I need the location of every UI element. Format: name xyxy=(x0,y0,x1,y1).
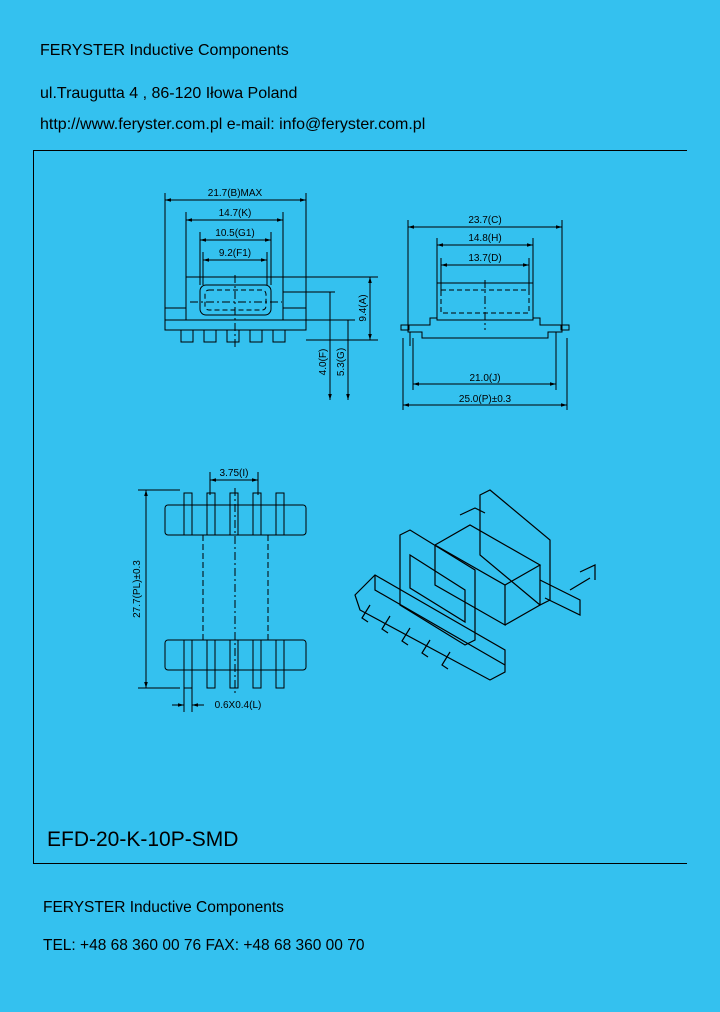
dim-a-label: 9.4(A) xyxy=(358,294,369,321)
footer-contact: TEL: +48 68 360 00 76 FAX: +48 68 360 00… xyxy=(43,937,365,954)
header-company: FERYSTER Inductive Components xyxy=(40,42,289,59)
dim-c-label: 23.7(C) xyxy=(468,215,501,226)
header-divider xyxy=(33,150,687,151)
dim-g1-label: 10.5(G1) xyxy=(215,228,254,239)
dim-pl-label: 27.7(PL)±0.3 xyxy=(132,560,143,618)
footer-divider xyxy=(33,863,687,864)
isometric-view xyxy=(354,489,596,681)
bottom-view xyxy=(138,472,307,712)
dim-g-label: 5.3(G) xyxy=(336,348,347,376)
dim-h-label: 14.8(H) xyxy=(468,233,501,244)
left-border xyxy=(33,150,34,863)
header-web: http://www.feryster.com.pl e-mail: info@… xyxy=(40,116,426,133)
dim-f-label: 4.0(F) xyxy=(318,349,329,376)
footer-company: FERYSTER Inductive Components xyxy=(43,899,284,916)
dim-p-label: 25.0(P)±0.3 xyxy=(459,394,512,405)
dim-i-label: 3.75(I) xyxy=(220,468,249,479)
dim-f1-label: 9.2(F1) xyxy=(219,248,251,259)
dim-d-label: 13.7(D) xyxy=(468,253,501,264)
header-address: ul.Traugutta 4 , 86-120 Iłowa Poland xyxy=(40,85,298,102)
dim-k-label: 14.7(K) xyxy=(219,208,252,219)
side-view xyxy=(400,220,570,410)
dim-l-label: 0.6X0.4(L) xyxy=(215,700,262,711)
dim-b-label: 21.7(B)MAX xyxy=(208,188,263,199)
dim-j-label: 21.0(J) xyxy=(469,373,500,384)
part-number: EFD-20-K-10P-SMD xyxy=(47,828,239,851)
front-view xyxy=(164,193,378,400)
